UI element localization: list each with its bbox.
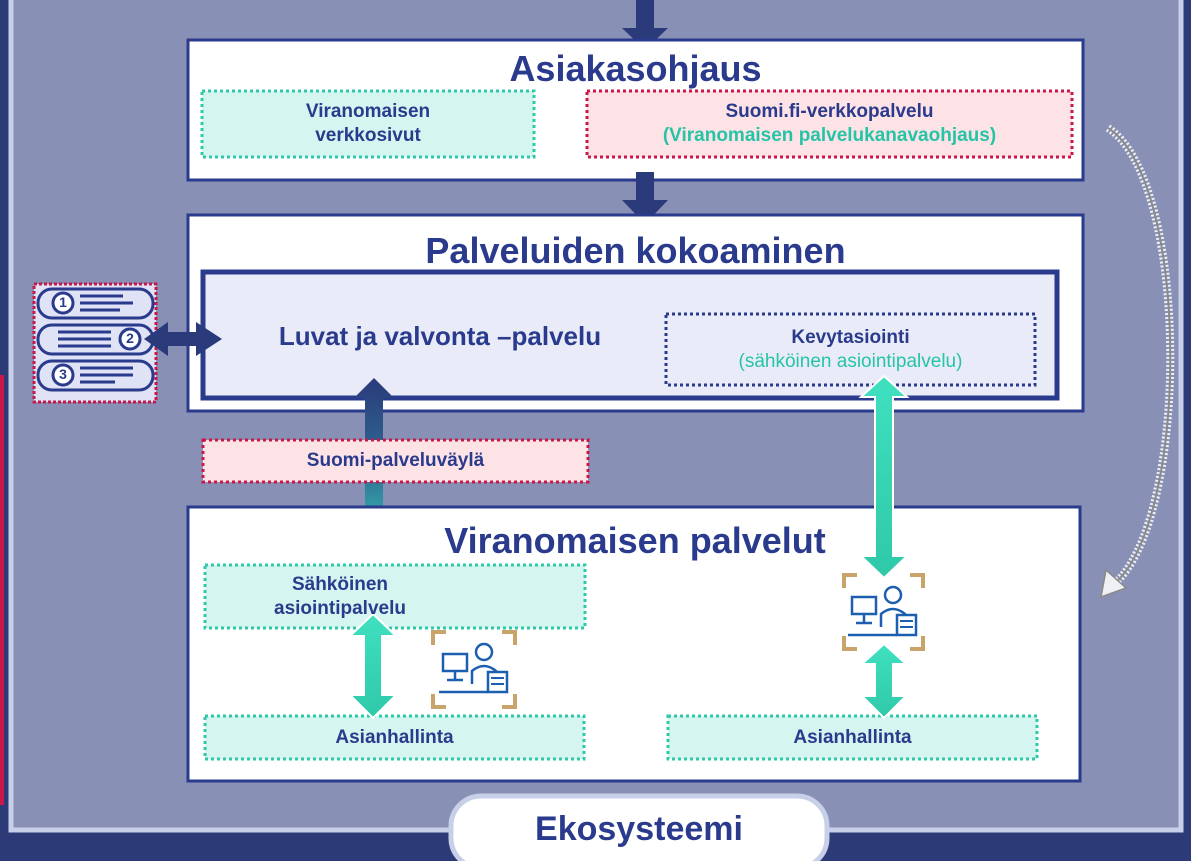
arrow-clerk-to-asianhallinta [859, 642, 909, 720]
viranomaisen-verkkosivut-label: Viranomaisen verkkosivut [202, 91, 534, 157]
sahkoinen-asiointipalvelu-label: Sähköinen asiointipalvelu [205, 565, 475, 628]
list-step-1: 1 [59, 294, 67, 311]
suomifi-line1: Suomi.fi-verkkopalvelu [725, 101, 934, 123]
ekosysteemi-label: Ekosysteemi [535, 809, 743, 848]
asianhallinta-right-label: Asianhallinta [793, 726, 912, 748]
arrow-list-to-luvat [144, 322, 222, 356]
luvat-inner-panel [200, 269, 1060, 401]
arrow-asiakasohjaus-to-kokoaminen [622, 172, 668, 224]
sahkoinen-line1: Sähköinen [291, 573, 389, 595]
list-step-3: 3 [59, 366, 67, 383]
kevytasiointi-line2: (sähköinen asiointipalvelu) [738, 350, 963, 372]
suomifi-verkkopalvelu-box [585, 89, 1074, 159]
viranomaisen-verkkosivut-box [200, 89, 536, 159]
list-step-2: 2 [126, 330, 134, 347]
viranomaisen-line1: Viranomaisen [305, 101, 431, 123]
left-red-marker [0, 375, 4, 805]
kevytasiointi-label: Kevytasiointi (sähköinen asiointipalvelu… [666, 314, 1035, 385]
kevytasiointi-box [664, 312, 1037, 387]
asiakasohjaus-title: Asiakasohjaus [509, 47, 762, 89]
arrow-sahkoinen-to-asianhallinta [347, 612, 399, 720]
suomifi-verkkopalvelu-label: Suomi.fi-verkkopalvelu (Viranomaisen pal… [587, 91, 1072, 157]
palveluvayla-label: Suomi-palveluväylä [306, 450, 485, 472]
asianhallinta-left-box [203, 714, 586, 761]
sahkoinen-line2: asiointipalvelu [274, 597, 406, 619]
curved-arrow-icon [1100, 124, 1175, 599]
asianhallinta-left-label: Asianhallinta [335, 726, 454, 748]
kevytasiointi-line1: Kevytasiointi [791, 326, 910, 348]
asianhallinta-right-box [666, 714, 1039, 761]
clerk-workstation-icon [842, 573, 925, 651]
ekosysteemi-pill [448, 793, 830, 861]
sahkoinen-asiointipalvelu-box [203, 563, 587, 630]
viranomaisen-line2: verkkosivut [315, 125, 421, 146]
suomifi-line2: (Viranomaisen palvelukanavaohjaus) [662, 125, 997, 146]
clerk-workstation-icon [431, 630, 517, 709]
viranomaisen-palvelut-title: Viranomaisen palvelut [444, 519, 826, 561]
kokoaminen-title: Palveluiden kokoaminen [425, 229, 846, 271]
luvat-label: Luvat ja valvonta –palvelu [278, 320, 602, 351]
palveluvayla-box [201, 438, 590, 484]
arrow-kevytasiointi-to-clerk [858, 374, 910, 580]
